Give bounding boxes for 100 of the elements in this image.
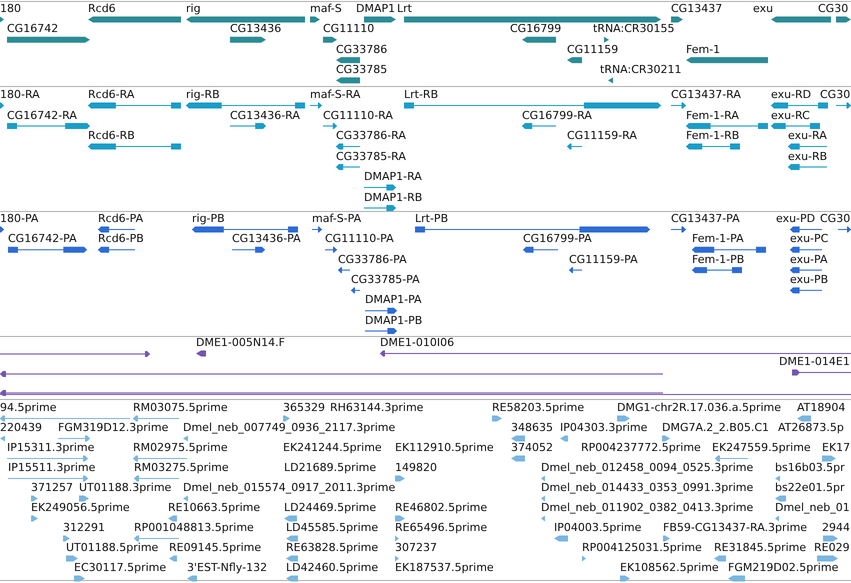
feature-label: exu-PC bbox=[790, 232, 828, 246]
feature-label: IP04303.3prime bbox=[560, 421, 648, 435]
feature-label: rig bbox=[186, 2, 201, 16]
feature-label: CG16742-PA bbox=[8, 232, 77, 246]
feature-label: EK249056.5prime bbox=[31, 501, 130, 515]
feature-label: Dmel_neb_012458_0094_0525.3prime bbox=[541, 461, 754, 475]
feature-label: 312291 bbox=[63, 521, 105, 535]
feature-label: exu-RD bbox=[771, 88, 812, 102]
feature-label: RE029 bbox=[814, 541, 850, 555]
feature-label: CG13436-RA bbox=[230, 108, 300, 122]
feature-label: RE09145.5prime bbox=[169, 541, 262, 555]
feature-label: CG30 bbox=[818, 2, 848, 16]
feature-label: bs22e01.5pr bbox=[775, 481, 844, 495]
feature-label: CG13437-PA bbox=[671, 212, 740, 226]
feature-label: Dmel_neb_015574_0917_2011.3prime bbox=[183, 481, 396, 495]
feature-label: CG16742-RA bbox=[7, 108, 77, 122]
feature-label: EK108562.5prime bbox=[620, 561, 719, 575]
feature-label: Rcd6 bbox=[88, 2, 116, 16]
feature-label: CG30 bbox=[820, 212, 850, 226]
feature-label: IP15511.3prime bbox=[8, 461, 96, 475]
feature-label: exu-RA bbox=[788, 129, 827, 143]
feature-label: LD21689.5prime bbox=[284, 461, 376, 475]
feature-label: CG16799 bbox=[510, 22, 562, 36]
feature-label: maf-S-PA bbox=[312, 212, 362, 226]
feature-label: LD45585.5prime bbox=[286, 521, 378, 535]
feature-label: Dmel_neb_01 bbox=[775, 501, 850, 515]
feature-label: DMAP1-PB bbox=[365, 314, 422, 328]
feature-label: RP004237772.5prime bbox=[581, 441, 701, 455]
feature-label: FGM319D12.3prime bbox=[58, 421, 168, 435]
feature-label: EK17 bbox=[822, 441, 850, 455]
feature-label: CG16742 bbox=[7, 22, 58, 36]
feature-label: Fem-1-RB bbox=[686, 129, 740, 143]
feature-label: CG11159-PA bbox=[569, 252, 638, 267]
feature-label: CG11110-PA bbox=[325, 232, 394, 246]
feature-label: IP15311.3prime bbox=[7, 441, 94, 455]
feature-label: CG11159-RA bbox=[567, 129, 637, 143]
feature-label: Lrt-PB bbox=[415, 212, 448, 226]
feature-label: CG13437 bbox=[671, 2, 722, 16]
feature-label: RM03275.5prime bbox=[134, 461, 229, 475]
feature-label: RE10663.5prime bbox=[168, 501, 260, 515]
feature-label: Rcd6-PA bbox=[98, 212, 144, 226]
feature-label: CG33785 bbox=[336, 62, 388, 77]
feature-label: Dmel_neb_007749_0936_2117.3prime bbox=[183, 421, 396, 435]
feature-label: Lrt-RB bbox=[404, 88, 438, 102]
feature-label: AT26873.5p bbox=[778, 421, 844, 435]
feature-label: exu bbox=[753, 2, 774, 16]
feature-label: AT18904 bbox=[797, 401, 846, 415]
feature-label: 2944 bbox=[822, 521, 850, 535]
feature-label: 371257 bbox=[31, 481, 73, 495]
feature-label: exu-RC bbox=[771, 108, 810, 122]
feature-label: rig-PB bbox=[192, 212, 225, 226]
feature-label: DMAP1-PA bbox=[365, 293, 422, 308]
feature-label: CG33785-PA bbox=[351, 272, 420, 287]
feature-label: EK247559.5prime bbox=[712, 441, 811, 455]
feature-label: CG11110 bbox=[323, 22, 374, 36]
feature-label: CG13436 bbox=[230, 22, 282, 36]
feature-label: CG33785-RA bbox=[336, 150, 406, 164]
feature-label: RE46802.5prime bbox=[395, 501, 488, 515]
feature-label: RE65496.5prime bbox=[395, 521, 488, 535]
feature-label: EK241244.5prime bbox=[283, 441, 382, 455]
feature-label: 149820 bbox=[395, 461, 437, 475]
feature-label: CG11159 bbox=[567, 42, 618, 57]
feature-label: LD24469.5prime bbox=[284, 501, 376, 515]
feature-label: UT01188.5prime bbox=[66, 541, 158, 555]
feature-label: CG16799-RA bbox=[522, 108, 592, 122]
feature-label: FB59-CG13437-RA.3prime bbox=[663, 521, 808, 535]
feature-label: rig-RB bbox=[186, 88, 220, 102]
feature-label: CG33786-PA bbox=[338, 252, 407, 267]
feature-label: FGM219D02.5prime bbox=[728, 561, 838, 575]
feature-label: bs16b03.5pr bbox=[775, 461, 845, 475]
feature-label: CG33786-RA bbox=[336, 129, 406, 143]
feature-label: DMAP1 bbox=[356, 2, 396, 16]
feature-label: 3'EST-Nfly-132 bbox=[187, 561, 268, 575]
feature-label: CG13437-RA bbox=[671, 88, 741, 102]
feature-label: maf-S bbox=[310, 2, 342, 16]
feature-label: 220439 bbox=[0, 421, 42, 435]
feature-label: CG30 bbox=[820, 88, 850, 102]
feature-label: IP04003.5prime bbox=[554, 521, 642, 535]
feature-label: exu-RB bbox=[788, 150, 828, 164]
feature-label: RP001048813.5prime bbox=[134, 521, 254, 535]
feature-label: CG13436-PA bbox=[232, 232, 301, 246]
feature-label: RH63144.3prime bbox=[330, 401, 424, 415]
feature-label: maf-S-RA bbox=[310, 88, 360, 102]
feature-label: DME1-014E1 bbox=[779, 355, 850, 369]
feature-label: Rcd6-RA bbox=[88, 88, 134, 102]
feature-label: Dmel_neb_011902_0382_0413.3prime bbox=[541, 501, 754, 515]
feature-label: EK112910.5prime bbox=[395, 441, 494, 455]
feature-label: EC30117.5prime bbox=[74, 561, 166, 575]
feature-label: tRNA:CR30211 bbox=[600, 62, 682, 77]
feature-label: Lrt bbox=[397, 2, 412, 16]
feature-label: 180-RA bbox=[0, 88, 40, 102]
feature-label: DMG7A.2_2.B05.C1 bbox=[662, 421, 770, 435]
feature-label: 365329 bbox=[283, 401, 325, 415]
feature-label: RE63828.5prime bbox=[286, 541, 378, 555]
feature-label: CG33786 bbox=[336, 42, 388, 57]
feature-label: UT01188.3prime bbox=[79, 481, 172, 495]
feature-label: exu-PA bbox=[790, 252, 828, 267]
feature-label: RE31845.5prime bbox=[714, 541, 806, 555]
feature-label: 94.5prime bbox=[0, 401, 57, 415]
feature-label: Rcd6-RB bbox=[88, 129, 135, 143]
